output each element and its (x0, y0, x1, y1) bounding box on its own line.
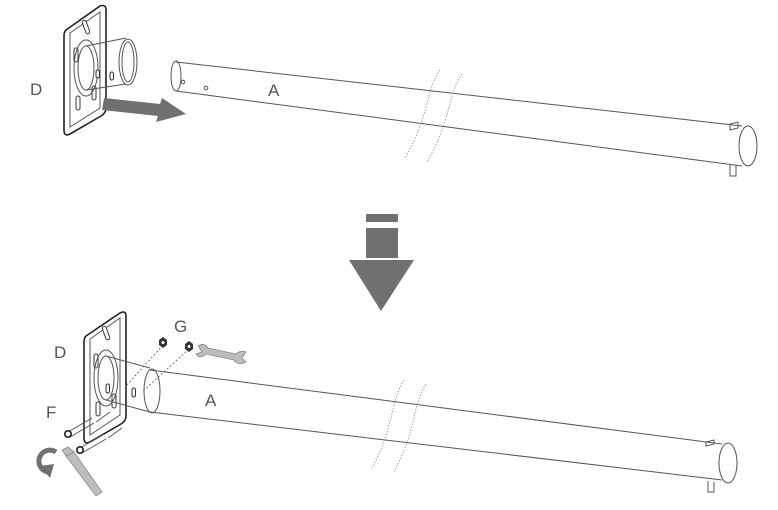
label-a-bottom: A (205, 391, 217, 410)
pipe-a-top (170, 60, 758, 177)
rotate-icon (36, 447, 58, 478)
label-a-top: A (268, 81, 280, 100)
hex-key-icon (61, 446, 103, 497)
label-d-bottom: D (54, 343, 66, 362)
arrow-down-icon (349, 214, 414, 311)
nuts-g (125, 337, 193, 393)
bracket-d-bottom (83, 311, 161, 444)
label-d-top: D (30, 80, 42, 99)
label-f: F (46, 403, 56, 422)
step-2: D G F A (36, 311, 738, 497)
bracket-d-top (63, 4, 138, 136)
step-1: D A (30, 4, 758, 177)
wrench-icon (195, 344, 247, 364)
pipe-a-bottom (149, 369, 738, 493)
label-g: G (174, 317, 187, 336)
bolts-f (64, 411, 123, 454)
arrow-right-icon (102, 98, 186, 122)
